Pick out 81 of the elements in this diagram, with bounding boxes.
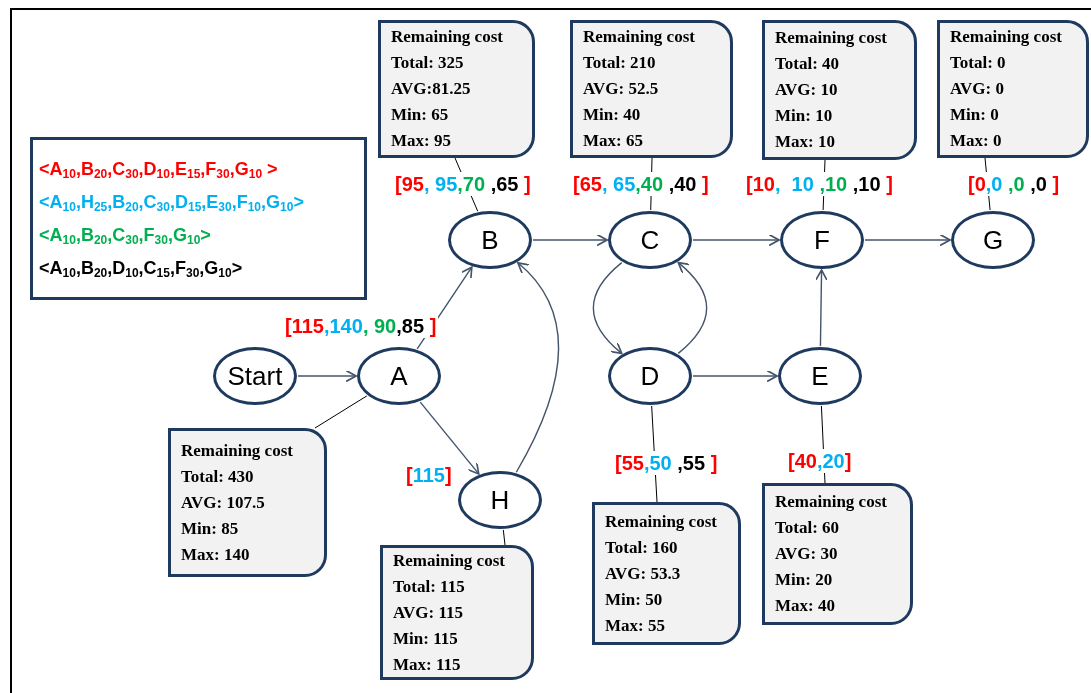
- cost-vector: [55,50 ,55 ]: [613, 451, 720, 475]
- cost-text: Min: 20: [775, 569, 834, 591]
- callout-box: [168, 428, 327, 577]
- leader-line: [502, 529, 506, 546]
- cost-text: Max: 115: [393, 653, 462, 676]
- cost-text: Total: 0: [950, 52, 1007, 74]
- cost-text: Total: 430: [181, 465, 255, 488]
- arrow: [515, 262, 560, 473]
- arrow: [532, 233, 608, 247]
- arrow: [864, 233, 951, 247]
- cost-text: Remaining cost: [775, 27, 888, 49]
- arrow: [297, 369, 357, 383]
- node-label: A: [390, 359, 408, 393]
- leader-line: [314, 395, 368, 429]
- arrow: [677, 261, 708, 355]
- cost-text: Total: 160: [605, 536, 679, 559]
- node-label: E: [811, 359, 829, 393]
- cost-text: Max: 140: [181, 543, 251, 566]
- path-sequence: <A$_{10}$,H$_{25}$,B$_{20}$,C$_{30}$,D$_{15}$,E$_{30}$,F$_{10}$,G$_{10}$>: [39, 191, 305, 214]
- cost-text: AVG: 52.5: [583, 78, 660, 100]
- cost-text: Min: 65: [391, 104, 450, 126]
- cost-text: Min: 115: [393, 627, 459, 650]
- callout-box: [762, 20, 917, 160]
- cost-vector: [95, 95,70 ,65 ]: [393, 172, 533, 196]
- node-label: F: [814, 223, 830, 257]
- cost-text: AVG: 0: [950, 78, 1005, 100]
- cost-text: Min: 0: [950, 104, 1000, 126]
- cost-text: Total: 115: [393, 575, 466, 598]
- cost-text: AVG:81.25: [391, 78, 472, 100]
- path-sequence: <A$_{10}$,B$_{20}$,C$_{30}$,F$_{30}$,G$_{10}$>: [39, 224, 212, 247]
- cost-text: AVG: 30: [775, 543, 839, 565]
- cost-text: Total: 60: [775, 517, 841, 539]
- cost-text: Remaining cost: [583, 26, 696, 48]
- arrow: [592, 261, 623, 355]
- cost-text: AVG: 115: [393, 601, 465, 624]
- cost-text: Min: 85: [181, 517, 240, 540]
- cost-vector: [40,20]: [786, 449, 854, 473]
- arrow: [692, 369, 778, 383]
- cost-vector: [65, 65,40 ,40 ]: [571, 172, 711, 196]
- node-label: H: [490, 483, 510, 517]
- cost-text: Max: 40: [775, 595, 836, 617]
- path-sequence: <A$_{10}$,B$_{20}$,C$_{30}$,D$_{10}$,E$_{15}$,F$_{30}$,G$_{10}$ >: [39, 158, 279, 181]
- cost-text: Max: 55: [605, 614, 666, 637]
- arrow: [815, 269, 828, 347]
- cost-text: Min: 40: [583, 104, 642, 126]
- cost-text: Max: 65: [583, 130, 644, 152]
- cost-text: Max: 95: [391, 130, 452, 152]
- cost-text: Remaining cost: [393, 549, 506, 572]
- node-label: Start: [227, 359, 283, 393]
- node-label: G: [982, 223, 1004, 257]
- cost-text: Min: 10: [775, 105, 834, 127]
- cost-text: Max: 0: [950, 130, 1003, 152]
- callout-box: [762, 483, 913, 625]
- path-sequence: <A$_{10}$,B$_{20}$,D$_{10}$,C$_{15}$,F$_{30}$,G$_{10}$>: [39, 257, 244, 280]
- cost-text: Total: 325: [391, 52, 465, 74]
- callout-box: [380, 545, 534, 680]
- arrow: [692, 233, 780, 247]
- cost-text: Total: 210: [583, 52, 657, 74]
- cost-vector: [10, 10 ,10 ,10 ]: [744, 172, 895, 196]
- cost-vector: [0,0 ,0 ,0 ]: [966, 172, 1062, 196]
- callout-box: [378, 20, 535, 158]
- callout-box: [937, 20, 1089, 158]
- cost-vector: [115,140, 90,85 ]: [283, 314, 439, 338]
- cost-text: Remaining cost: [391, 26, 504, 48]
- cost-text: Max: 10: [775, 131, 836, 153]
- arrow: [419, 401, 480, 475]
- cost-text: Remaining cost: [775, 491, 888, 513]
- cost-text: Remaining cost: [181, 439, 294, 462]
- node-label: C: [640, 223, 660, 257]
- cost-text: AVG: 107.5: [181, 491, 266, 514]
- callout-box: [592, 502, 741, 645]
- cost-text: AVG: 53.3: [605, 562, 682, 585]
- callout-box: [570, 20, 733, 158]
- cost-text: Total: 40: [775, 53, 841, 75]
- cost-text: Remaining cost: [605, 510, 718, 533]
- cost-text: AVG: 10: [775, 79, 839, 101]
- node-label: B: [481, 223, 499, 257]
- cost-text: Min: 50: [605, 588, 664, 611]
- state-ellipse: [357, 347, 441, 405]
- node-label: D: [640, 359, 660, 393]
- cost-text: Remaining cost: [950, 26, 1063, 48]
